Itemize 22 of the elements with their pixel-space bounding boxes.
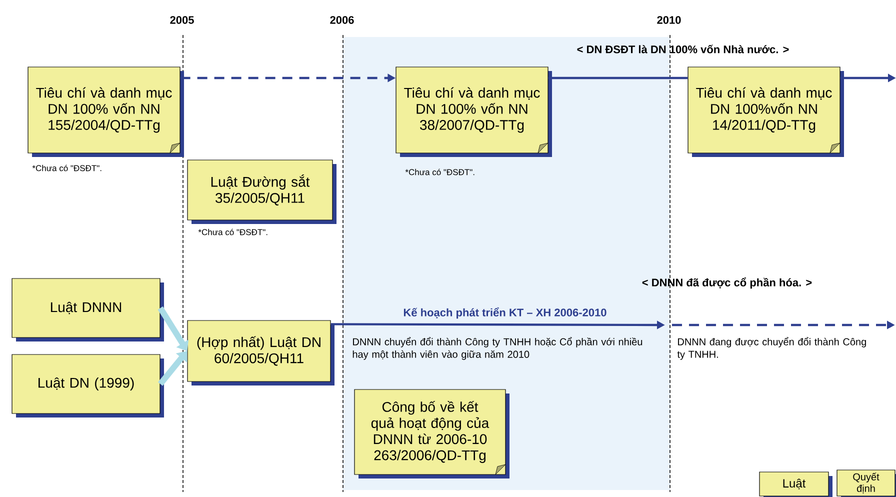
law-box: Luật [759,472,832,497]
note-box: Công bố về kết quả hoạt động của DNNN từ 2006-10 263/2006/QD-TTg [354,389,510,478]
law-box: Quyết định [836,470,896,497]
year-label: 2005 [170,16,194,24]
footnote-text: *Chưa có "ĐSĐT". [405,168,474,176]
arrow [158,306,189,351]
law-box: Luật DNNN [12,278,164,342]
footnote-text: *Chưa có "ĐSĐT". [198,228,268,236]
year-label: 2010 [657,16,681,24]
description-text: DNNN chuyển đổi thành Công ty TNHH hoặc Cổ phần với nhiều hay một thành viên vào giữa năm 2010 [352,337,642,360]
note-box: Tiêu chí và danh mục DN 100% vốn NN 155/2004/QD-TTg [28,66,184,157]
edge-label: Kế hoạch phát triển KT – XH 2006-2010 [402,306,608,320]
law-box: (Hợp nhất) Luật DN 60/2005/QH11 [187,320,334,386]
law-box: Luật DN (1999) [12,354,164,418]
description-text: DNNN đang được chuyển đổi thành Công ty TNHH. [677,337,866,360]
period-note: < DNNN đã được cổ phần hóa. > [642,277,812,289]
note-box: Tiêu chí và danh mục DN 100%vốn NN 14/2011/QD-TTg [688,66,844,157]
year-label: 2006 [330,16,354,24]
law-box: Luật Đường sắt 35/2005/QH11 [187,160,336,224]
period-note: < DN ĐSĐT là DN 100% vốn Nhà nước. > [577,44,789,54]
note-box: Tiêu chí và danh mục DN 100% vốn NN 38/2007/QD-TTg [396,66,552,157]
footnote-text: *Chưa có "ĐSĐT". [32,164,102,172]
